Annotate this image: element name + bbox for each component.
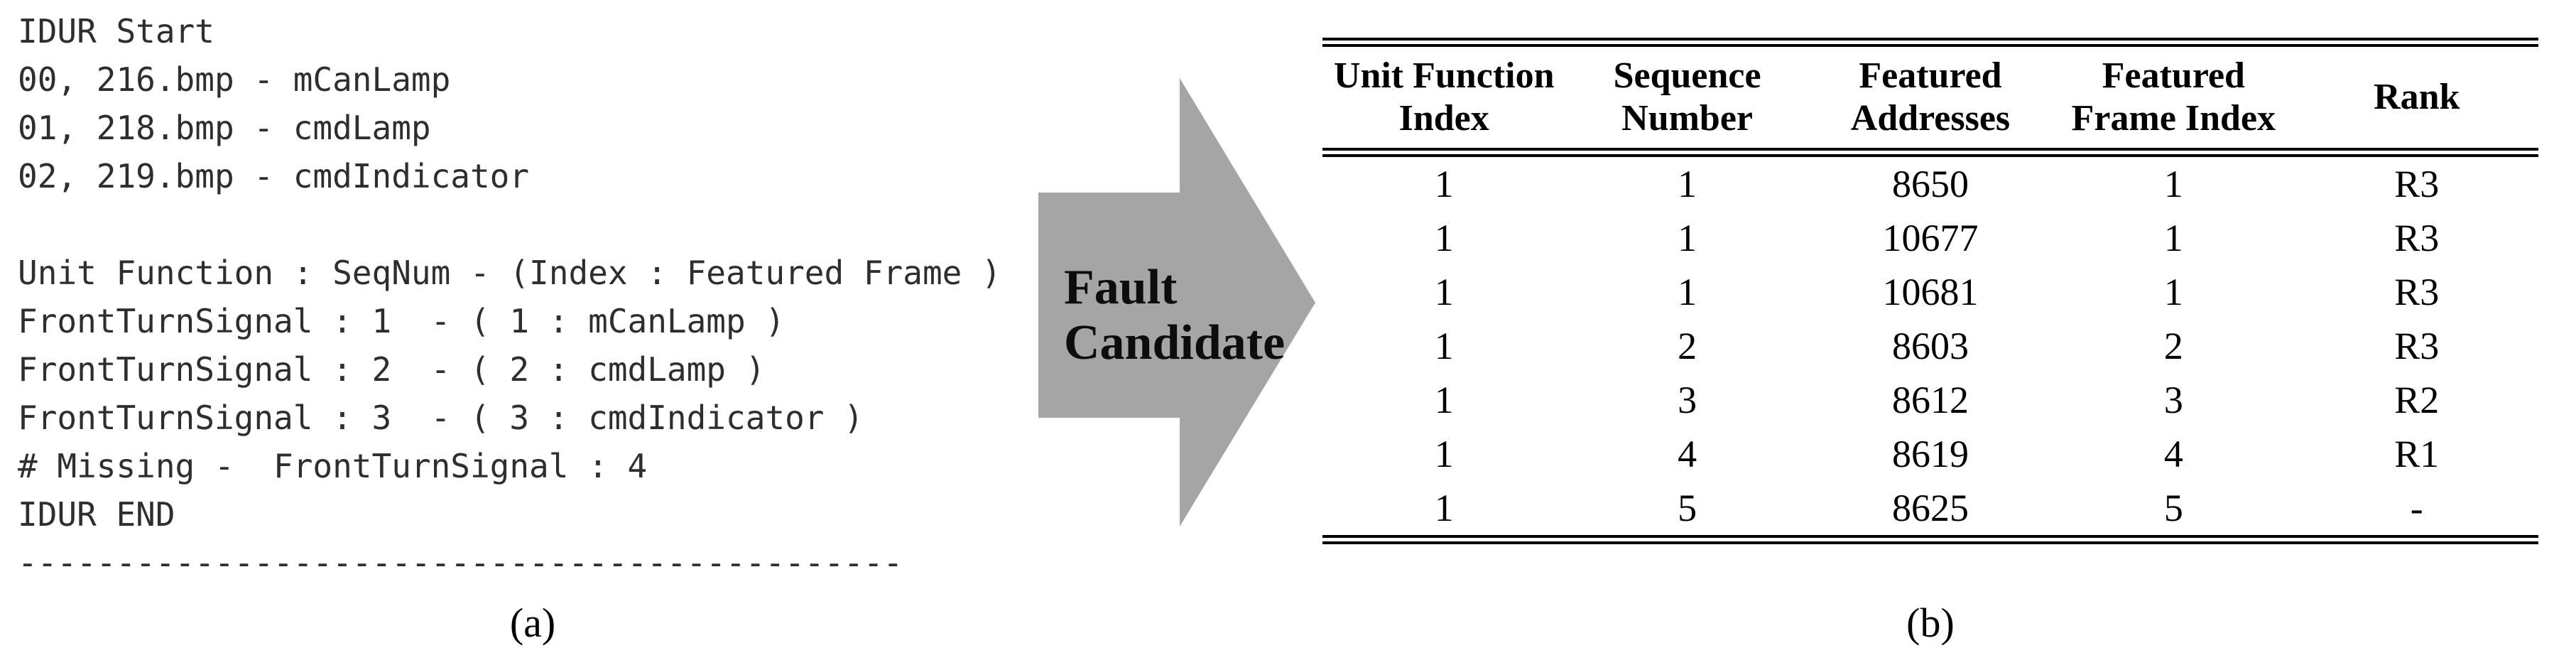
caption-a: (a) [509,600,556,646]
table-cell: 8625 [1891,487,1969,529]
log-divider-dashes: ----------------------------------------… [18,544,903,582]
table-row: 1 5 8625 5 - [1322,481,2538,540]
table-cell: R1 [2394,433,2440,475]
table-cell: R3 [2394,325,2440,367]
table-cell: 1 [1434,487,1454,529]
table-cell: R3 [2394,217,2440,259]
table-cell: 1 [1434,433,1454,475]
table-cell: 4 [2163,433,2183,475]
column-header-featured-frame-index: Featured Frame Index [2052,42,2295,157]
table-cell: 10681 [1882,271,1979,313]
table-header-row: Unit Function Index Sequence Number Feat… [1322,42,2538,157]
fault-candidate-table: Unit Function Index Sequence Number Feat… [1322,38,2538,544]
table-row: 1 4 8619 4 R1 [1322,427,2538,481]
column-header-unit-function-index: Unit Function Index [1322,42,1566,157]
log-line: IDUR Start [18,12,214,50]
table-cell: R2 [2394,379,2440,421]
column-header-rank: Rank [2295,42,2538,157]
table-cell: 1 [2163,271,2183,313]
log-line: 00, 216.bmp - mCanLamp [18,60,451,99]
table-cell: 3 [2163,379,2183,421]
right-arrow-icon [1038,78,1315,526]
log-line: IDUR END [18,495,175,534]
table-cell: 2 [2163,325,2183,367]
table-cell: 1 [1434,325,1454,367]
table-cell: 8603 [1891,325,1969,367]
table-body: 1 1 8650 1 R3 1 1 10677 1 R3 1 1 10681 1… [1322,153,2538,540]
table-cell: 1 [1678,271,1697,313]
log-line: FrontTurnSignal : 3 - ( 3 : cmdIndicator… [18,399,864,437]
table-cell: 1 [1678,163,1697,205]
log-line: FrontTurnSignal : 1 - ( 1 : mCanLamp ) [18,302,786,340]
right-arrow-shape [1038,78,1315,526]
fault-candidate-arrow [1038,77,1317,526]
log-line: FrontTurnSignal : 2 - ( 2 : cmdLamp ) [18,350,766,389]
table-cell: 1 [1434,163,1454,205]
table-cell: 1 [1434,217,1454,259]
table-cell: 3 [1678,379,1697,421]
table-row: 1 2 8603 2 R3 [1322,319,2538,373]
table-cell: 5 [2163,487,2183,529]
table-cell: 10677 [1882,217,1979,259]
table-cell: 1 [2163,217,2183,259]
table-row: 1 1 10677 1 R3 [1322,211,2538,265]
caption-b: (b) [1906,600,1955,646]
table-cell: 5 [1678,487,1697,529]
fault-candidate-label: Fault Candidate [1064,260,1286,370]
table-cell: 1 [1434,379,1454,421]
table-row: 1 3 8612 3 R2 [1322,373,2538,427]
column-header-sequence-number: Sequence Number [1565,42,1809,157]
table-cell: 2 [1678,325,1697,367]
log-line: 01, 218.bmp - cmdLamp [18,109,431,147]
table-cell: 4 [1678,433,1697,475]
table-row: 1 1 10681 1 R3 [1322,265,2538,319]
execution-log: IDUR Start 00, 216.bmp - mCanLamp 01, 21… [18,7,1001,587]
column-header-featured-addresses: Featured Addresses [1808,42,2053,157]
log-line: Unit Function : SeqNum - (Index : Featur… [18,254,1001,292]
table-cell: 1 [2163,163,2183,205]
table-cell: 8619 [1891,433,1969,475]
table-cell: 1 [1434,271,1454,313]
table-cell: R3 [2394,271,2440,313]
table-cell: 1 [1678,217,1697,259]
log-line: 02, 219.bmp - cmdIndicator [18,157,530,195]
table-cell: - [2410,487,2423,529]
log-line: # Missing - FrontTurnSignal : 4 [18,447,648,485]
log-line-blank [18,200,1001,249]
table-cell: 8650 [1891,163,1969,205]
table-row: 1 1 8650 1 R3 [1322,153,2538,212]
table-cell: 8612 [1891,379,1969,421]
table-cell: R3 [2394,163,2440,205]
table-header: Unit Function Index Sequence Number Feat… [1322,42,2538,157]
